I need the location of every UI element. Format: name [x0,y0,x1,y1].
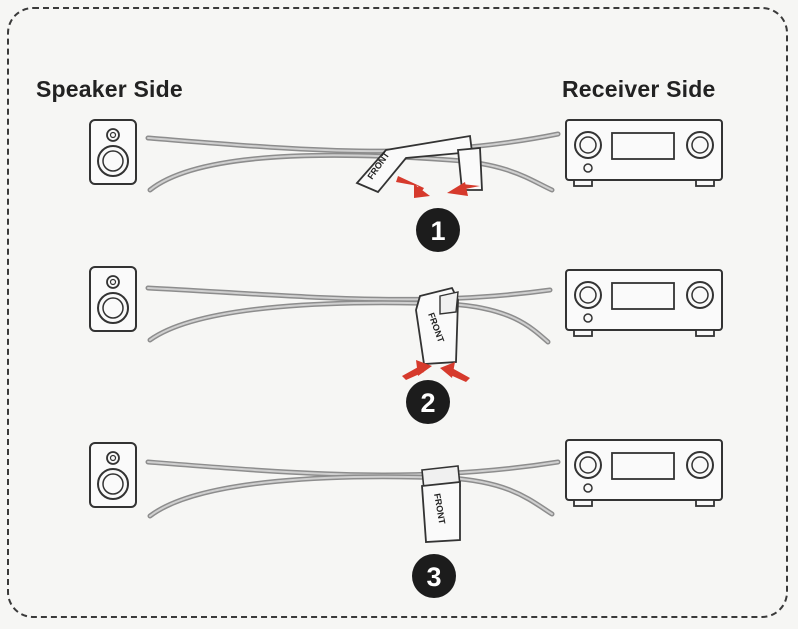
step-2-number: 2 [420,388,435,418]
arrow-icon [396,176,480,198]
arrow-icon [402,360,470,382]
step-1-badge [416,208,460,252]
row-3: FRONT 3 [89,439,723,598]
cable-icon [145,285,553,345]
step-3-badge [412,554,456,598]
cable-icon [145,131,561,193]
speaker-icon [89,266,137,332]
receiver-side-label: Receiver Side [562,76,716,102]
receiver-icon [565,269,723,337]
step-2-badge [406,380,450,424]
receiver-icon [565,439,723,507]
dashed-border [7,7,788,618]
tag-icon: FRONT [421,465,461,543]
row-1: FRONT 1 [89,119,723,252]
step-3-number: 3 [426,562,441,592]
receiver-icon [565,119,723,187]
speaker-side-label: Speaker Side [36,76,183,102]
cable-icon [145,459,561,519]
step-1-number: 1 [430,216,445,246]
speaker-icon [89,119,137,185]
speaker-icon [89,442,137,508]
row-2: FRONT 2 [89,266,723,424]
tag-icon: FRONT [415,286,459,365]
